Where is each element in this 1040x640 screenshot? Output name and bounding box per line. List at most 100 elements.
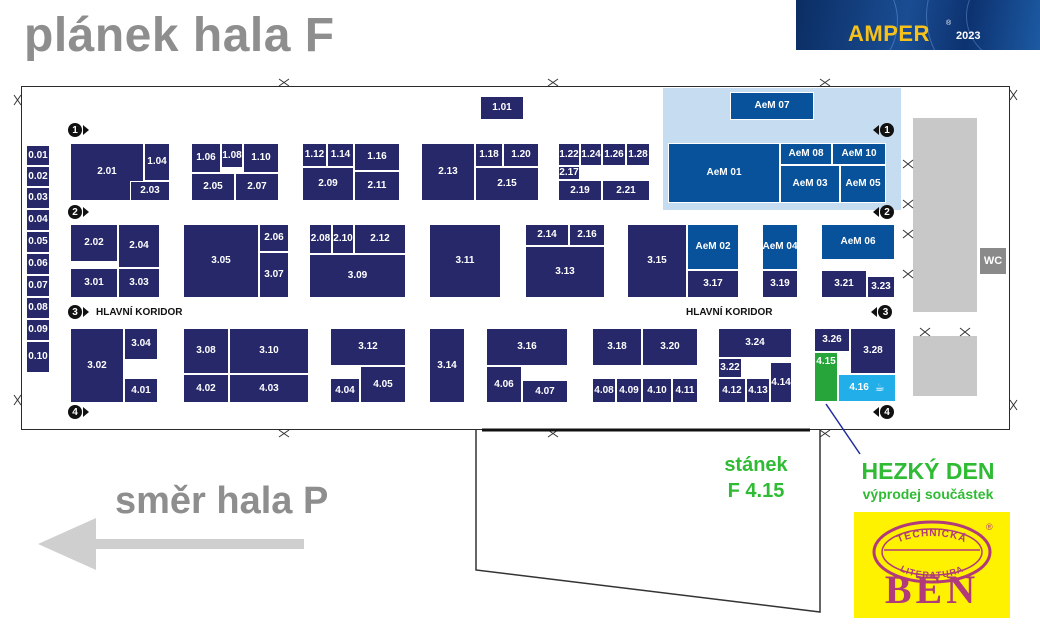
booth-aem-05[interactable]: AeM 05	[840, 165, 886, 203]
booth-aem-06[interactable]: AeM 06	[821, 224, 895, 260]
booth-2-08[interactable]: 2.08	[309, 224, 332, 254]
booth-2-09[interactable]: 2.09	[302, 167, 354, 201]
booth-4-14[interactable]: 4.14	[770, 362, 792, 403]
booth-2-10[interactable]: 2.10	[332, 224, 354, 254]
booth-1-14[interactable]: 1.14	[327, 143, 354, 167]
booth-4-12[interactable]: 4.12	[718, 378, 746, 403]
booth-label: 2.13	[438, 166, 458, 177]
booth-0-05[interactable]: 0.05	[26, 231, 50, 253]
booth-3-03[interactable]: 3.03	[118, 268, 160, 298]
booth-2-02[interactable]: 2.02	[70, 224, 118, 262]
booth-0-06[interactable]: 0.06	[26, 253, 50, 275]
booth-0-10[interactable]: 0.10	[26, 341, 50, 373]
booth-3-15[interactable]: 3.15	[627, 224, 687, 298]
booth-3-01[interactable]: 3.01	[70, 268, 118, 298]
booth-label: 3.18	[607, 341, 627, 352]
booth-2-13[interactable]: 2.13	[421, 143, 475, 201]
booth-4-05[interactable]: 4.05	[360, 366, 406, 403]
booth-aem-01[interactable]: AeM 01	[668, 143, 780, 203]
booth-4-11[interactable]: 4.11	[672, 378, 698, 403]
booth-1-26[interactable]: 1.26	[602, 143, 626, 166]
booth-2-19[interactable]: 2.19	[558, 180, 602, 201]
booth-4-03[interactable]: 4.03	[229, 374, 309, 403]
booth-3-21[interactable]: 3.21	[821, 270, 867, 298]
booth-4-08[interactable]: 4.08	[592, 378, 616, 403]
booth-2-04[interactable]: 2.04	[118, 224, 160, 268]
booth-aem-03[interactable]: AeM 03	[780, 165, 840, 203]
booth-3-10[interactable]: 3.10	[229, 328, 309, 374]
booth-4-01[interactable]: 4.01	[124, 378, 158, 403]
booth-3-26[interactable]: 3.26	[814, 328, 850, 352]
marker-3-right: HLAVNÍ KORIDOR 3	[686, 305, 893, 319]
booth-0-02[interactable]: 0.02	[26, 166, 50, 187]
booth-4-04[interactable]: 4.04	[330, 378, 360, 403]
stand-callout-line-1: stánek	[724, 454, 788, 476]
booth-3-09[interactable]: 3.09	[309, 254, 406, 298]
booth-2-03[interactable]: 2.03	[130, 181, 170, 201]
booth-1-06[interactable]: 1.06	[191, 143, 221, 173]
booth-3-08[interactable]: 3.08	[183, 328, 229, 374]
booth-4-02[interactable]: 4.02	[183, 374, 229, 403]
booth-0-03[interactable]: 0.03	[26, 187, 50, 209]
booth-label: 0.03	[28, 192, 48, 203]
booth-1-04[interactable]: 1.04	[144, 143, 170, 181]
booth-3-05[interactable]: 3.05	[183, 224, 259, 298]
booth-3-07[interactable]: 3.07	[259, 252, 289, 298]
booth-0-07[interactable]: 0.07	[26, 275, 50, 297]
booth-3-04[interactable]: 3.04	[124, 328, 158, 360]
booth-4-15[interactable]: 4.15	[814, 352, 838, 402]
ben-arc-top: TECHNICKÁ	[896, 528, 968, 545]
booth-3-17[interactable]: 3.17	[687, 270, 739, 298]
booth-aem-07[interactable]: AeM 07	[730, 92, 814, 120]
booth-3-28[interactable]: 3.28	[850, 328, 896, 374]
booth-3-02[interactable]: 3.02	[70, 328, 124, 403]
booth-1-08[interactable]: 1.08	[221, 143, 243, 168]
booth-4-07[interactable]: 4.07	[522, 380, 568, 403]
booth-4-09[interactable]: 4.09	[616, 378, 642, 403]
booth-2-15[interactable]: 2.15	[475, 167, 539, 201]
booth-aem-08[interactable]: AeM 08	[780, 143, 832, 165]
booth-1-10[interactable]: 1.10	[243, 143, 279, 173]
booth-2-12[interactable]: 2.12	[354, 224, 406, 254]
booth-1-18[interactable]: 1.18	[475, 143, 503, 167]
booth-aem-02[interactable]: AeM 02	[687, 224, 739, 270]
booth-3-14[interactable]: 3.14	[429, 328, 465, 403]
booth-0-04[interactable]: 0.04	[26, 209, 50, 231]
booth-3-11[interactable]: 3.11	[429, 224, 501, 298]
booth-3-24[interactable]: 3.24	[718, 328, 792, 358]
booth-label: 0.05	[28, 236, 48, 247]
booth-4-13[interactable]: 4.13	[746, 378, 770, 403]
booth-3-16[interactable]: 3.16	[486, 328, 568, 366]
booth-3-20[interactable]: 3.20	[642, 328, 698, 366]
booth-3-22[interactable]: 3.22	[718, 358, 742, 378]
booth-2-05[interactable]: 2.05	[191, 173, 235, 201]
booth-4-10[interactable]: 4.10	[642, 378, 672, 403]
booth-label: 3.28	[863, 345, 883, 356]
booth-2-11[interactable]: 2.11	[354, 171, 400, 201]
booth-0-08[interactable]: 0.08	[26, 297, 50, 319]
booth-1-28[interactable]: 1.28	[626, 143, 650, 166]
booth-3-12[interactable]: 3.12	[330, 328, 406, 366]
booth-1-20[interactable]: 1.20	[503, 143, 539, 167]
booth-1-16[interactable]: 1.16	[354, 143, 400, 171]
booth-3-19[interactable]: 3.19	[762, 270, 798, 298]
booth-1-22[interactable]: 1.22	[558, 143, 580, 166]
booth-2-07[interactable]: 2.07	[235, 173, 279, 201]
booth-0-09[interactable]: 0.09	[26, 319, 50, 341]
booth-3-18[interactable]: 3.18	[592, 328, 642, 366]
booth-1-12[interactable]: 1.12	[302, 143, 327, 167]
booth-2-16[interactable]: 2.16	[569, 224, 605, 246]
booth-2-06[interactable]: 2.06	[259, 224, 289, 252]
booth-aem-04[interactable]: AeM 04	[762, 224, 798, 270]
booth-4-06[interactable]: 4.06	[486, 366, 522, 403]
booth-3-13[interactable]: 3.13	[525, 246, 605, 298]
booth-1-01[interactable]: 1.01	[480, 96, 524, 120]
booth-4-16[interactable]: 4.16☕	[838, 374, 896, 402]
booth-0-01[interactable]: 0.01	[26, 145, 50, 166]
booth-3-23[interactable]: 3.23	[867, 276, 895, 298]
booth-1-24[interactable]: 1.24	[580, 143, 602, 166]
booth-aem-10[interactable]: AeM 10	[832, 143, 886, 165]
booth-2-21[interactable]: 2.21	[602, 180, 650, 201]
booth-2-17[interactable]: 2.17	[558, 166, 580, 180]
booth-2-14[interactable]: 2.14	[525, 224, 569, 246]
